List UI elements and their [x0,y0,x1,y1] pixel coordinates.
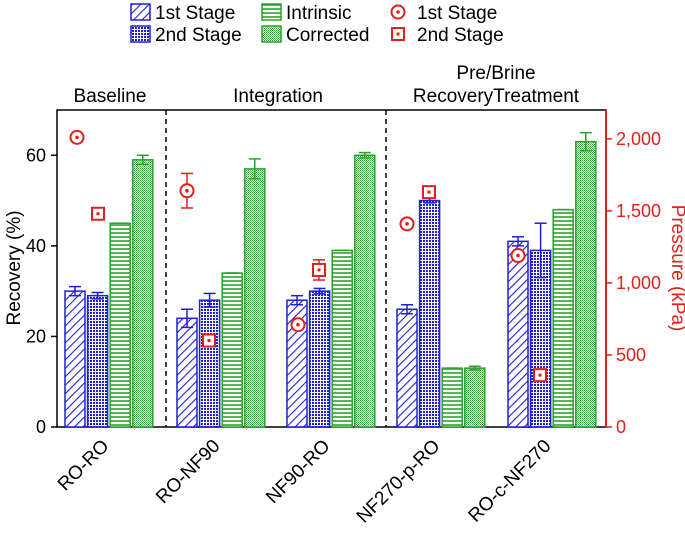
pressure-marker-dot [317,268,321,272]
x-tick-label: NF90-RO [262,436,334,508]
bar-1st-stage [396,308,418,428]
pressure-markers [69,129,547,383]
legend-item-2nd-stage-pressure: 2nd Stage [391,25,504,46]
y2-tick-label: 1,000 [616,273,661,293]
bar-2nd-stage [198,299,221,428]
group-label-pre-brine-line1: Pre/Brine [456,63,535,84]
pressure-marker-dot [207,339,211,343]
y-tick-label: 40 [26,236,46,256]
bar-corrected [354,154,376,428]
bar-2nd-stage [308,290,331,428]
bar-corrected [132,159,154,428]
legend-label: 2nd Stage [155,25,242,46]
group-label-pre-brine-line2: RecoveryTreatment [413,86,580,107]
group-label-integration: Integration [233,86,323,107]
x-tick-label: NF270-p-RO [353,436,445,528]
bar-corrected [575,140,597,428]
x-tick-label: RO-RO [54,436,114,496]
pressure-marker-dot [538,373,542,377]
legend-label: 2nd Stage [417,25,504,46]
bar-2nd-stage [86,294,109,428]
pressure-marker-dot [427,190,431,194]
pressure-marker-dot [96,212,100,216]
group-label-baseline: Baseline [74,86,147,107]
bar-1st-stage [64,290,86,428]
pressure-marker-dot [75,135,79,140]
y2-tick-label: 0 [616,417,626,437]
x-tick-label: RO-NF90 [152,436,224,508]
pressure-marker-dot [516,253,520,258]
bar-1st-stage [176,317,198,428]
bar-2nd-stage [418,199,441,428]
legend-item-2nd-stage-bar: 2nd Stage [130,25,242,46]
y2-tick-label: 2,000 [616,129,661,149]
y-tick-label: 20 [26,326,46,346]
bar-intrinsic [331,249,353,428]
pressure-marker-dot [185,188,189,193]
legend-item-1st-stage-pressure: 1st Stage [390,3,497,24]
y2-tick-label: 500 [616,345,646,365]
bar-corrected [244,168,266,428]
pressure-marker-dot [405,222,409,226]
x-tick-label: RO-c-NF270 [465,436,556,527]
bars [64,131,597,428]
y-tick-label: 60 [26,145,46,165]
legend-label: 1st Stage [417,3,497,24]
y-tick-label: 0 [36,417,46,437]
y-axis-ticks: 0 20 40 60 [26,145,57,437]
pressure-marker-dot [296,322,300,327]
legend: 1st Stage 2nd Stage Intrinsic Corrected … [130,3,504,46]
y2-tick-label: 1,500 [616,201,661,221]
legend-item-1st-stage-bar: 1st Stage [130,3,235,24]
bar-corrected [464,367,486,428]
legend-label: Intrinsic [286,3,351,24]
bar-intrinsic [441,367,463,428]
bar-1st-stage [507,240,529,428]
legend-label: Corrected [286,25,369,46]
bar-intrinsic [221,272,243,428]
bar-intrinsic [109,222,131,428]
legend-item-intrinsic-bar: Intrinsic [261,3,351,24]
legend-item-corrected-bar: Corrected [261,25,369,46]
y-axis-title: Recovery (%) [4,210,25,325]
bar-intrinsic [552,208,574,428]
y2-axis-ticks: 0 500 1,000 1,500 2,000 [606,129,661,437]
y2-axis-title: Pressure (kPa) [667,205,685,332]
legend-label: 1st Stage [155,3,235,24]
